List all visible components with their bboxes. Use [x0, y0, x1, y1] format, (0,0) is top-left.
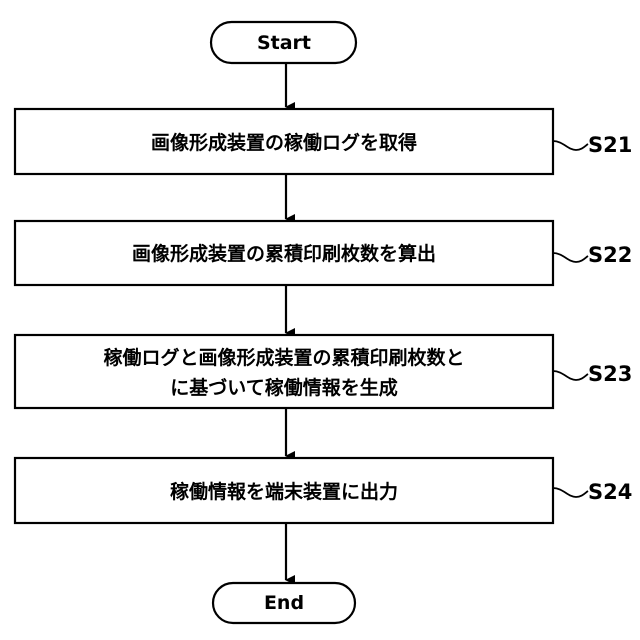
step-s22-id: S22 — [588, 243, 632, 267]
step-s23-text-line-1: 稼働ログと画像形成装置の累積印刷枚数と — [103, 346, 464, 369]
step-s21-leader — [553, 141, 588, 150]
step-s21: 画像形成装置の稼働ログを取得 S21 — [15, 109, 632, 174]
step-s21-id: S21 — [588, 133, 632, 157]
step-s22-text: 画像形成装置の累積印刷枚数を算出 — [132, 242, 436, 265]
step-s24-leader — [553, 488, 588, 497]
step-s22: 画像形成装置の累積印刷枚数を算出 S22 — [15, 221, 632, 285]
step-s22-leader — [553, 253, 588, 262]
step-s23-leader — [553, 371, 588, 380]
step-s24: 稼働情報を端末装置に出力 S24 — [15, 458, 632, 523]
start-terminal: Start — [211, 22, 356, 63]
step-s23-id: S23 — [588, 362, 632, 386]
start-label: Start — [257, 32, 311, 54]
step-s21-text: 画像形成装置の稼働ログを取得 — [151, 131, 417, 154]
step-s24-text: 稼働情報を端末装置に出力 — [170, 480, 398, 503]
end-label: End — [264, 592, 304, 614]
step-s23: 稼働ログと画像形成装置の累積印刷枚数と に基づいて稼働情報を生成 S23 — [15, 335, 632, 408]
end-terminal: End — [213, 583, 355, 623]
step-s23-text-line-2: に基づいて稼働情報を生成 — [170, 376, 397, 399]
step-s24-id: S24 — [588, 480, 632, 504]
